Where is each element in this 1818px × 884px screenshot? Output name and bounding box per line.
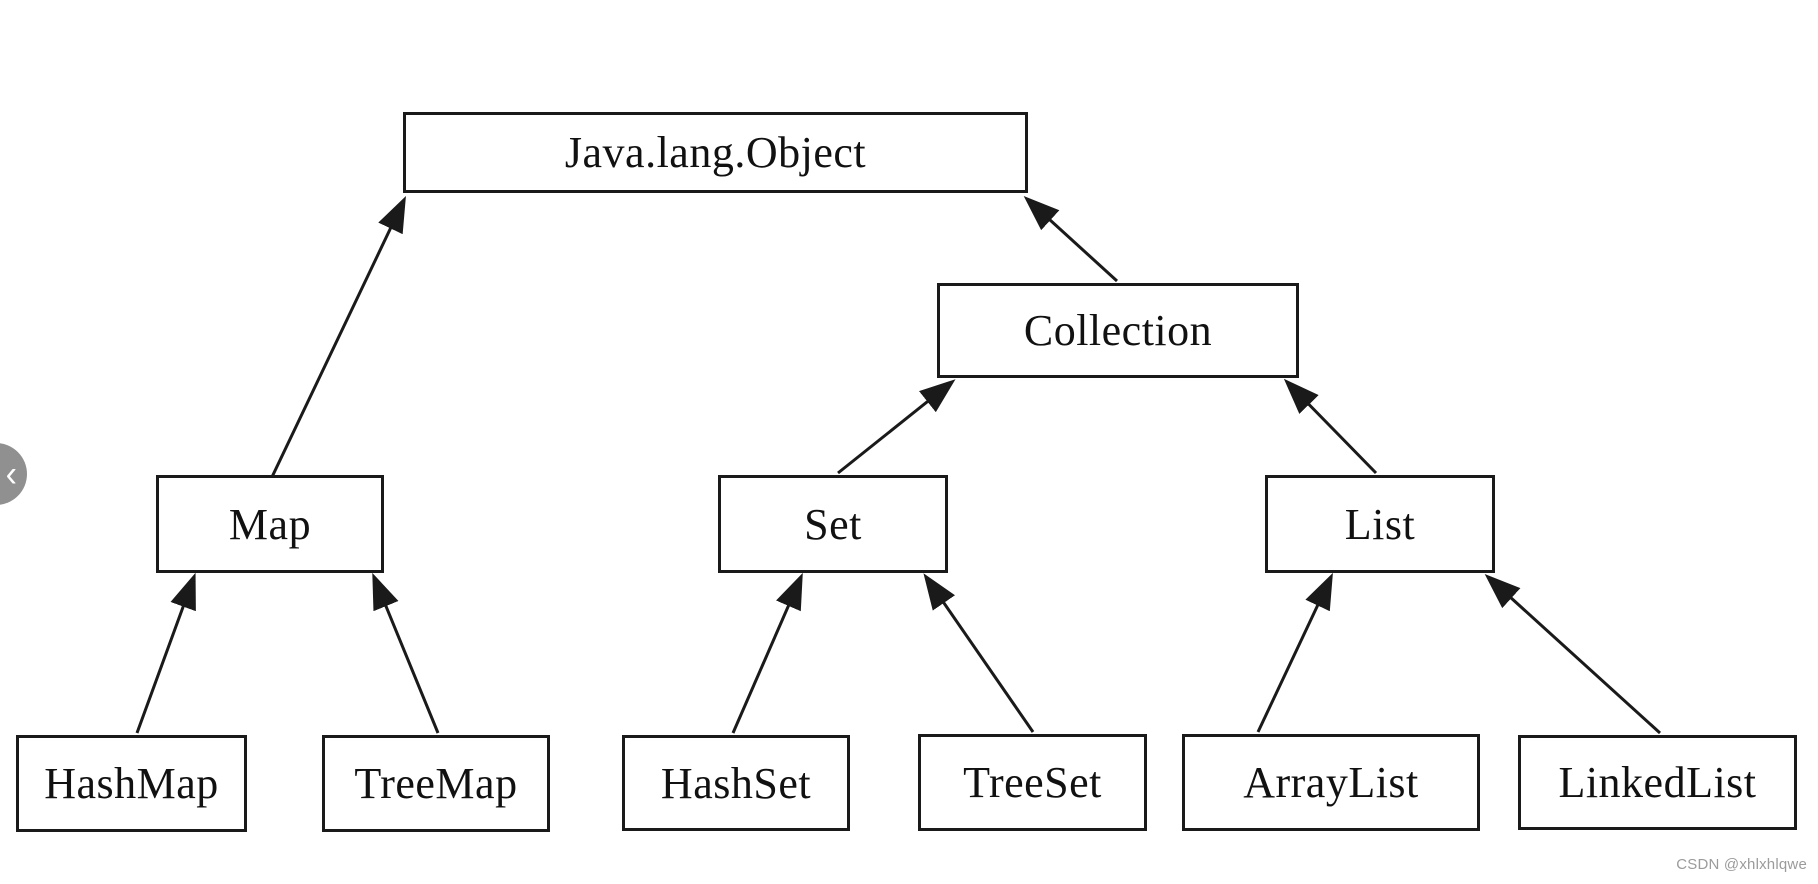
node-label: Java.lang.Object — [564, 128, 867, 177]
node-collection: Collection — [937, 283, 1299, 378]
edge-set-to-collection — [837, 379, 956, 475]
edge-hashmap-to-map — [135, 572, 196, 734]
edge-treemap-to-map — [372, 572, 440, 734]
node-arraylist: ArrayList — [1182, 734, 1480, 831]
edge-map-to-object — [270, 195, 406, 478]
node-list: List — [1265, 475, 1495, 573]
node-set: Set — [718, 475, 948, 573]
node-map: Map — [156, 475, 384, 573]
edge-treeset-to-set — [923, 573, 1035, 733]
carousel-prev-button[interactable]: ‹ — [0, 443, 27, 505]
node-label: HashMap — [44, 759, 219, 808]
node-label: Set — [804, 499, 862, 549]
node-java-lang-object: Java.lang.Object — [403, 112, 1028, 193]
node-treemap: TreeMap — [322, 735, 550, 832]
edge-linkedlist-to-list — [1484, 573, 1662, 735]
node-label: List — [1344, 499, 1416, 549]
node-hashset: HashSet — [622, 735, 850, 831]
node-linkedlist: LinkedList — [1518, 735, 1797, 830]
node-label: LinkedList — [1558, 758, 1757, 807]
edge-list-to-collection — [1283, 378, 1378, 475]
node-label: ArrayList — [1243, 758, 1419, 807]
node-label: TreeSet — [963, 758, 1102, 807]
node-hashmap: HashMap — [16, 735, 247, 832]
edge-hashset-to-set — [731, 572, 803, 734]
node-label: TreeMap — [354, 759, 518, 808]
edge-arraylist-to-list — [1256, 572, 1333, 733]
watermark-text: CSDN @xhlxhlqwe — [1676, 856, 1807, 873]
node-treeset: TreeSet — [918, 734, 1147, 831]
node-label: HashSet — [660, 758, 812, 808]
chevron-left-icon: ‹ — [5, 453, 17, 495]
edge-collection-to-object — [1023, 195, 1119, 283]
node-label: Map — [228, 499, 312, 549]
node-label: Collection — [1023, 306, 1213, 355]
